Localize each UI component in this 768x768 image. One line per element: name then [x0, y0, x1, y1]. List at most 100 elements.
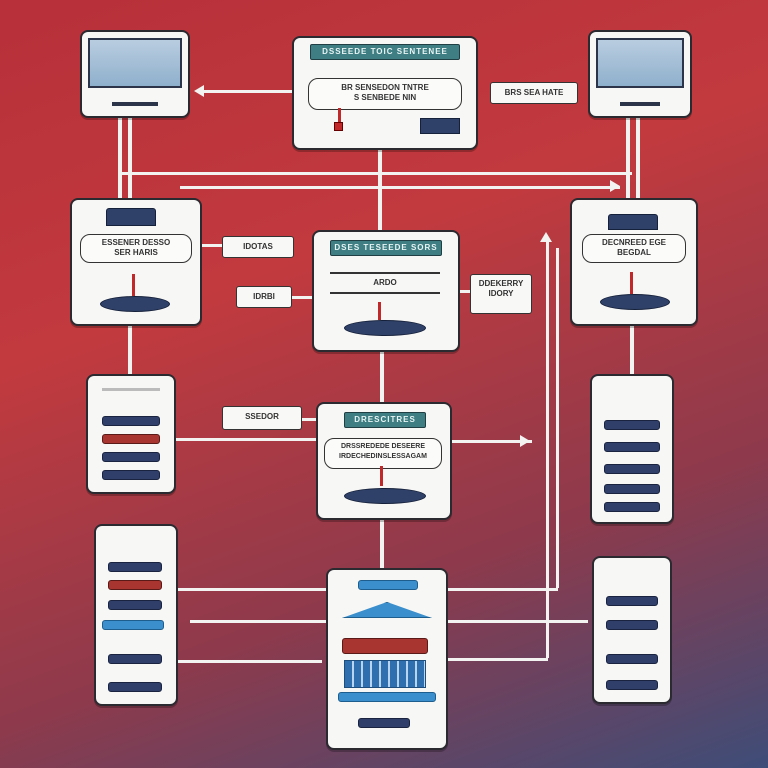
- drive-bar: [102, 416, 160, 426]
- workstation-left[interactable]: [80, 30, 190, 118]
- connector-line: [444, 588, 558, 591]
- drive-bar-active: [102, 620, 164, 630]
- connector-line: [170, 660, 322, 663]
- connector-line: [128, 114, 132, 200]
- connector-line: [128, 322, 132, 374]
- drive-bar: [606, 654, 658, 664]
- connector-line: [176, 588, 328, 591]
- monitor-screen: [596, 38, 684, 88]
- connector-line: [444, 658, 548, 661]
- divider-line: [330, 292, 440, 294]
- node-header: DRESCITRES: [344, 412, 426, 428]
- arrowhead-icon: [520, 435, 530, 447]
- bubble-text: DRSSREDEDE DESEERE IRDECHEDINSLESSAGAM: [339, 443, 427, 460]
- connector-line: [546, 238, 549, 658]
- rack-slot: [102, 388, 160, 391]
- drive-bar: [606, 596, 658, 606]
- pin-icon: [378, 302, 381, 320]
- server-rack-right-upper[interactable]: [590, 374, 674, 524]
- drive-bar-alert: [108, 580, 162, 590]
- connector-line: [198, 244, 222, 247]
- arrowhead-icon: [540, 232, 552, 242]
- node-bubble: DECNREED EGE BEGDAL: [582, 234, 686, 263]
- connector-line: [458, 290, 472, 293]
- device-base: [100, 296, 170, 312]
- center-lower-tag: SSEDOR: [222, 406, 302, 430]
- drive-bar: [102, 452, 160, 462]
- drive-bar: [102, 470, 160, 480]
- connector-line: [626, 114, 630, 200]
- device-base: [344, 320, 426, 336]
- connector-line: [380, 348, 384, 404]
- arrowhead-icon: [610, 180, 620, 192]
- tag-text: DDEKERRY IDORY: [478, 279, 524, 298]
- center-lower-node[interactable]: DRESCITRES DRSSREDEDE DESEERE IRDECHEDIN…: [316, 402, 452, 520]
- node-header: DSES TESEEDE SORS: [330, 240, 442, 256]
- top-center-node[interactable]: DSSEEDE TOIC SENTENEE BR SENSEDON TNTRE …: [292, 36, 478, 150]
- drive-bar: [606, 680, 658, 690]
- drive-bar: [606, 620, 658, 630]
- bubble-text: DECNREED EGE BEGDAL: [601, 238, 666, 257]
- drive-bar: [108, 562, 162, 572]
- node-header: DSSEEDE TOIC SENTENEE: [310, 44, 460, 60]
- drive-bar-alert: [102, 434, 160, 444]
- blue-banner: [342, 602, 432, 618]
- connector-line: [122, 172, 632, 175]
- connector-line: [300, 418, 318, 421]
- workstation-right[interactable]: [588, 30, 692, 118]
- center-bottom-node[interactable]: [326, 568, 448, 750]
- drive-bar: [604, 484, 660, 494]
- pin-icon: [380, 466, 383, 486]
- connector-line: [180, 186, 620, 189]
- connector-line: [378, 146, 382, 230]
- bubble-text: BR SENSEDON TNTRE S SENBEDE NIN: [341, 83, 429, 102]
- connector-line: [444, 620, 588, 623]
- drive-bar: [108, 600, 162, 610]
- left-mid-node[interactable]: ESSENER DESSO SER HARIS: [70, 198, 202, 326]
- center-mid-tag-right: DDEKERRY IDORY: [470, 274, 532, 314]
- bubble-text: ESSENER DESSO SER HARIS: [101, 238, 171, 257]
- arrowhead-icon: [194, 85, 204, 97]
- node-bubble: ESSENER DESSO SER HARIS: [80, 234, 192, 263]
- drive-bar: [108, 654, 162, 664]
- drive-bar: [604, 464, 660, 474]
- top-right-tag: BRS SEA HATE: [490, 82, 578, 104]
- pin-icon: [630, 272, 633, 294]
- node-bubble: DRSSREDEDE DESEERE IRDECHEDINSLESSAGAM: [324, 438, 442, 469]
- monitor-stand: [620, 102, 660, 106]
- device-lid: [608, 214, 658, 230]
- drive-bar: [358, 718, 410, 728]
- connector-line: [636, 114, 640, 200]
- connector-line: [380, 516, 384, 568]
- server-rack-left-upper[interactable]: [86, 374, 176, 494]
- drive-bar: [604, 442, 660, 452]
- right-mid-node[interactable]: DECNREED EGE BEGDAL: [570, 198, 698, 326]
- status-bar: [358, 580, 418, 590]
- connector-line: [448, 440, 532, 443]
- device-base: [344, 488, 426, 504]
- pin-base-icon: [334, 122, 343, 131]
- pin-icon: [132, 274, 135, 296]
- keyboard-icon: [420, 118, 460, 134]
- left-mid-tag: IDOTAS: [222, 236, 294, 258]
- server-rack-right-lower[interactable]: [592, 556, 672, 704]
- drive-bar: [604, 502, 660, 512]
- connector-line: [290, 296, 312, 299]
- divider-line: [330, 272, 440, 274]
- monitor-stand: [112, 102, 158, 106]
- server-rack-left-lower[interactable]: [94, 524, 178, 706]
- node-caption: ARDO: [373, 278, 397, 287]
- status-bar: [338, 692, 436, 702]
- center-mid-tag-left: IDRBI: [236, 286, 292, 308]
- center-mid-node[interactable]: DSES TESEEDE SORS ARDO: [312, 230, 460, 352]
- node-bubble: BR SENSEDON TNTRE S SENBEDE NIN: [308, 78, 462, 110]
- device-base: [600, 294, 670, 310]
- pin-icon: [338, 108, 341, 124]
- connector-line: [190, 620, 328, 623]
- alert-bar: [342, 638, 428, 654]
- connector-line: [174, 438, 316, 441]
- keyboard-grid: [344, 660, 426, 688]
- connector-line: [630, 322, 634, 374]
- connector-line: [200, 90, 292, 93]
- monitor-screen: [88, 38, 182, 88]
